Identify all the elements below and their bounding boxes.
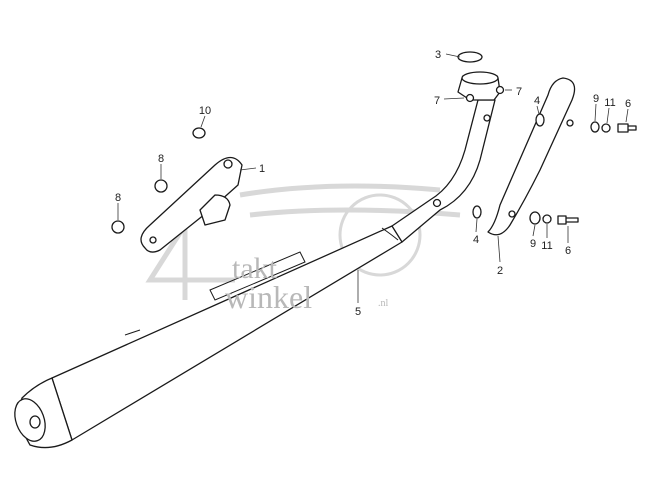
- callout-11b: 11: [541, 240, 552, 252]
- washer-part-4b: [472, 205, 482, 219]
- callout-5: 5: [355, 306, 361, 318]
- shield-hole-icon: [508, 210, 516, 218]
- washer-part-10: [192, 127, 206, 139]
- callout-8b: 8: [115, 192, 121, 204]
- watermark-digit: [145, 216, 235, 300]
- nut-part-7a: [465, 93, 475, 103]
- callouts: 3 7 7 4 9 11 6 10 8 1 8 4 9 11 6 2 5: [115, 49, 631, 318]
- nut-part-8a: [154, 179, 168, 193]
- nut-part-7b: [495, 85, 505, 95]
- callout-9b: 9: [530, 238, 536, 250]
- callout-1: 1: [259, 163, 265, 175]
- leader-lines: [117, 53, 629, 303]
- exhaust-pipe: [391, 71, 501, 243]
- bracket-part-1: [140, 156, 243, 253]
- washer-part-4a: [535, 113, 545, 127]
- bolt-part-6b: [557, 215, 579, 225]
- callout-4a: 4: [534, 95, 540, 107]
- callout-3: 3: [435, 49, 441, 61]
- callout-6b: 6: [565, 245, 571, 257]
- nut-part-11a: [601, 123, 611, 133]
- nut-part-8b: [111, 220, 125, 234]
- callout-7b: 7: [516, 86, 522, 98]
- watermark-suffix: .nl: [378, 298, 389, 309]
- heat-shield-part-2: [487, 77, 576, 236]
- shield-hole-icon: [566, 119, 574, 127]
- callout-6a: 6: [625, 98, 631, 110]
- watermark: [145, 183, 461, 300]
- callout-2: 2: [497, 265, 503, 277]
- callout-4b: 4: [473, 234, 479, 246]
- bolt-part-6a: [617, 123, 637, 133]
- muffler-part-5: [14, 225, 404, 449]
- callout-9a: 9: [593, 93, 599, 105]
- washer-part-9a: [590, 121, 600, 133]
- gasket-part-3: [457, 51, 483, 63]
- nut-part-11b: [542, 214, 552, 224]
- callout-8a: 8: [158, 153, 164, 165]
- callout-11a: 11: [604, 97, 615, 109]
- washer-part-9b: [529, 211, 541, 225]
- callout-7a: 7: [434, 95, 440, 107]
- callout-10: 10: [199, 105, 211, 117]
